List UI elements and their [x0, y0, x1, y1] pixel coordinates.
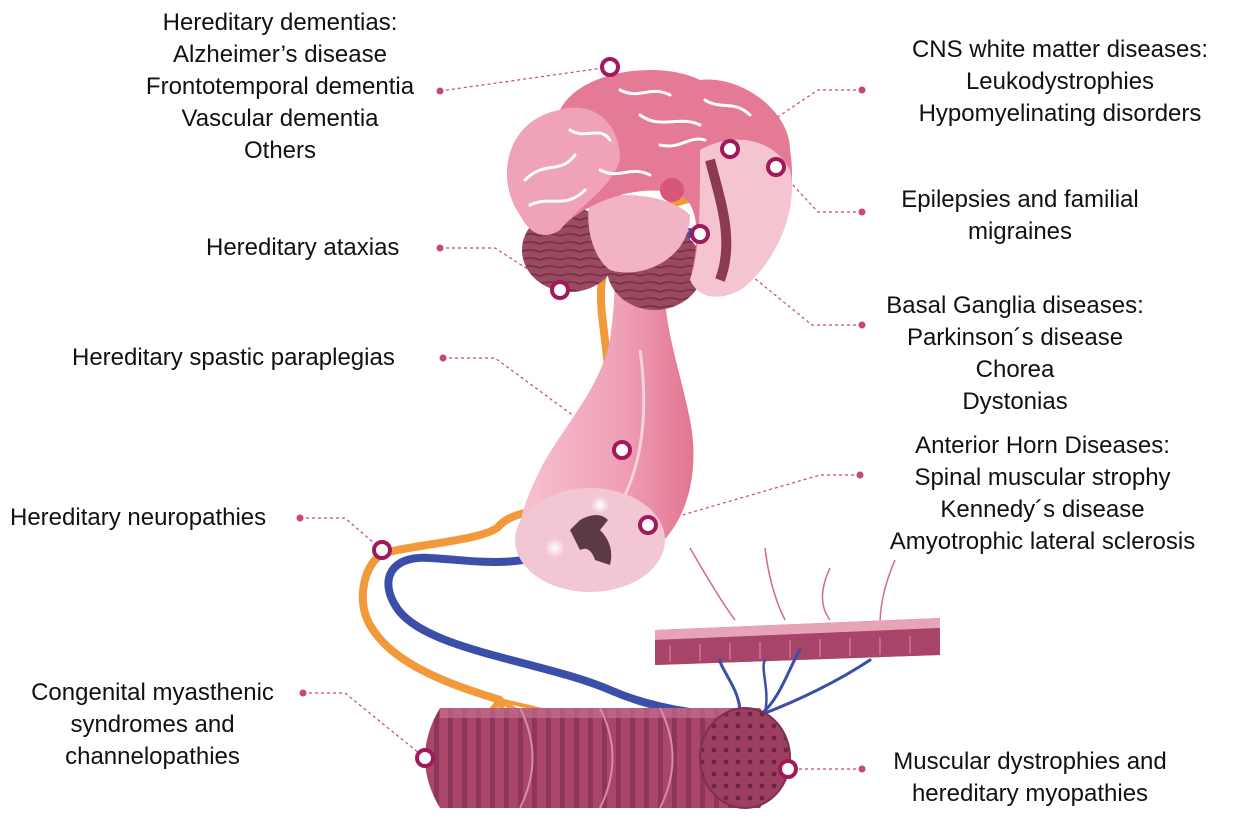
- marker-neuropathies: [374, 542, 390, 558]
- marker-ataxias: [552, 282, 568, 298]
- label-line: Hereditary neuropathies: [10, 502, 266, 534]
- label-cns-white-matter: CNS white matter diseases: Leukodystroph…: [895, 34, 1225, 130]
- label-line: Others: [120, 135, 440, 167]
- label-line: Chorea: [870, 354, 1160, 386]
- marker-epilepsies: [768, 159, 784, 175]
- label-line: channelopathies: [10, 741, 295, 773]
- label-hereditary-dementias: Hereditary dementias: Alzheimer’s diseas…: [120, 7, 440, 167]
- label-line: Parkinson´s disease: [870, 322, 1160, 354]
- label-line: Frontotemporal dementia: [120, 71, 440, 103]
- label-line: Leukodystrophies: [895, 66, 1225, 98]
- label-line: Kennedy´s disease: [865, 494, 1220, 526]
- muscle-fiber: [425, 708, 790, 808]
- label-line: hereditary myopathies: [870, 778, 1190, 810]
- label-muscular-dystrophies: Muscular dystrophies and hereditary myop…: [870, 746, 1190, 810]
- label-epilepsies: Epilepsies and familial migraines: [875, 184, 1165, 248]
- label-line: Spinal muscular strophy: [865, 462, 1220, 494]
- label-line: Hereditary ataxias: [206, 232, 399, 264]
- label-line: Dystonias: [870, 386, 1160, 418]
- skin-tissue: [655, 548, 940, 665]
- label-line: syndromes and: [10, 709, 295, 741]
- label-congenital-myasthenic: Congenital myasthenic syndromes and chan…: [10, 677, 295, 773]
- connector-myasthenic: [303, 693, 425, 758]
- label-line: migraines: [875, 216, 1165, 248]
- label-line: Muscular dystrophies and: [870, 746, 1190, 778]
- label-line: Hereditary spastic paraplegias: [72, 342, 395, 374]
- label-hereditary-ataxias: Hereditary ataxias: [206, 232, 399, 264]
- label-line: Epilepsies and familial: [875, 184, 1165, 216]
- marker-basal: [692, 226, 708, 242]
- marker-muscular: [780, 761, 796, 777]
- marker-spastic: [614, 442, 630, 458]
- label-line: Hypomyelinating disorders: [895, 98, 1225, 130]
- label-line: Vascular dementia: [120, 103, 440, 135]
- label-anterior-horn: Anterior Horn Diseases: Spinal muscular …: [865, 430, 1220, 558]
- label-hereditary-spastic-paraplegias: Hereditary spastic paraplegias: [72, 342, 395, 374]
- label-line: Congenital myasthenic: [10, 677, 295, 709]
- marker-white-matter: [722, 141, 738, 157]
- marker-myasthenic: [417, 750, 433, 766]
- label-basal-ganglia: Basal Ganglia diseases: Parkinson´s dise…: [870, 290, 1160, 418]
- label-line: Anterior Horn Diseases:: [865, 430, 1220, 462]
- label-line: CNS white matter diseases:: [895, 34, 1225, 66]
- label-line: Hereditary dementias:: [120, 7, 440, 39]
- label-hereditary-neuropathies: Hereditary neuropathies: [10, 502, 266, 534]
- label-line: Basal Ganglia diseases:: [870, 290, 1160, 322]
- label-line: Amyotrophic lateral sclerosis: [865, 526, 1220, 558]
- label-line: Alzheimer’s disease: [120, 39, 440, 71]
- marker-anterior: [640, 517, 656, 533]
- marker-dementias: [602, 59, 618, 75]
- connector-neuropathies: [300, 518, 382, 550]
